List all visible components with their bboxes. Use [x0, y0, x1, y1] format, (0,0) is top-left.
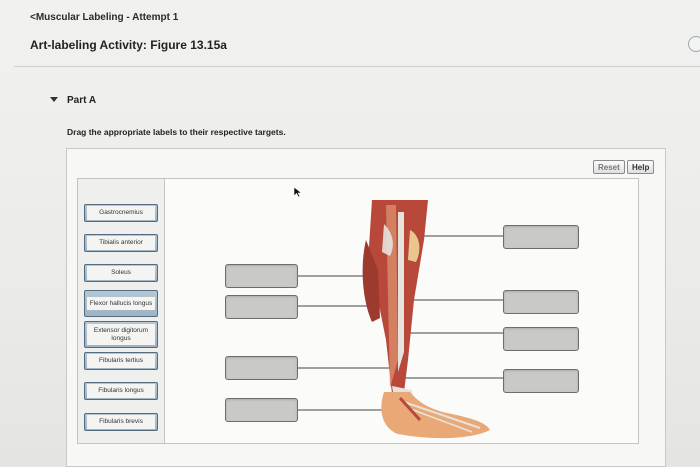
label-fibularis-brevis[interactable]: Fibularis brevis: [84, 413, 158, 431]
mouse-pointer-icon: [293, 186, 303, 198]
back-link[interactable]: <Muscular Labeling - Attempt 1: [30, 12, 179, 23]
label-gastrocnemius[interactable]: Gastrocnemius: [84, 204, 158, 222]
leader-lines: [298, 235, 503, 411]
reset-button[interactable]: Reset: [593, 160, 625, 174]
circle-icon[interactable]: [688, 36, 700, 52]
help-button[interactable]: Help: [627, 160, 655, 174]
drop-target-4[interactable]: [503, 290, 579, 314]
drop-target-6[interactable]: [225, 356, 298, 380]
header-divider: [14, 66, 700, 67]
label-fibularis-longus[interactable]: Fibularis longus: [84, 382, 158, 400]
drop-target-7[interactable]: [503, 369, 579, 393]
label-text: Gastrocnemius: [87, 206, 155, 220]
label-text: Fibularis tertius: [87, 354, 155, 368]
label-text: Flexor hallucis longus: [87, 296, 155, 311]
drop-target-5[interactable]: [503, 327, 579, 351]
drop-target-1[interactable]: [503, 225, 579, 249]
leg-muscles: [362, 200, 428, 410]
label-text: Fibularis brevis: [87, 415, 155, 429]
drop-target-3[interactable]: [225, 295, 298, 319]
label-extensor-digitorum-longus[interactable]: Extensor digitorum longus: [84, 321, 158, 348]
activity-title: Art-labeling Activity: Figure 13.15a: [30, 38, 227, 52]
part-label: Part A: [67, 95, 97, 106]
label-tibialis-anterior[interactable]: Tibialis anterior: [84, 234, 158, 252]
label-text: Tibialis anterior: [87, 236, 155, 250]
label-text: Fibularis longus: [87, 384, 155, 398]
instructions: Drag the appropriate labels to their res…: [67, 127, 286, 137]
label-fibularis-tertius[interactable]: Fibularis tertius: [84, 352, 158, 370]
foot: [381, 392, 490, 439]
label-soleus[interactable]: Soleus: [84, 264, 158, 282]
label-text: Extensor digitorum longus: [87, 324, 155, 345]
collapse-triangle-icon[interactable]: [50, 97, 58, 102]
drop-target-2[interactable]: [225, 264, 298, 288]
label-text: Soleus: [87, 266, 155, 280]
drop-target-8[interactable]: [225, 398, 298, 422]
label-flexor-hallucis-longus[interactable]: Flexor hallucis longus: [84, 290, 158, 317]
